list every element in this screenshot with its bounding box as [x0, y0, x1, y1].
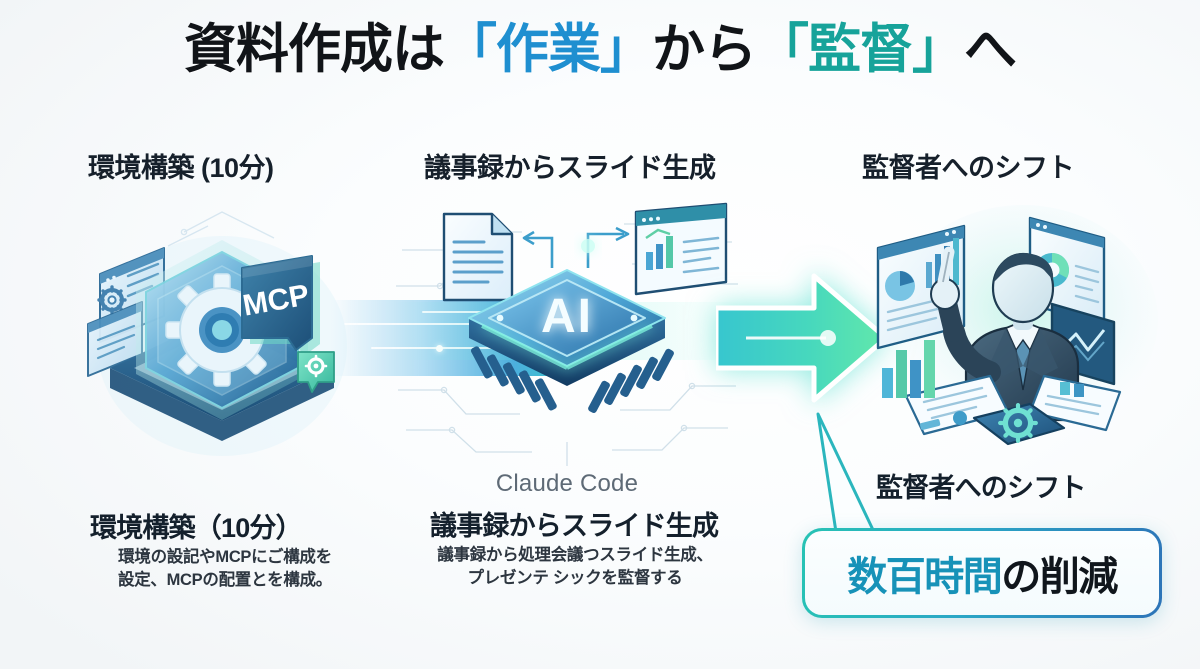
page-title: 資料作成は「作業」から「監督」へ: [0, 20, 1200, 79]
mcp-badge: MCP: [240, 255, 320, 356]
callout-pointer-tail: [816, 412, 876, 534]
pie-chart-icon: [885, 271, 915, 301]
caption-body-generation: 議事録から処理会議つスライド生成、 プレゼンテ シックを監督する: [400, 544, 750, 591]
title-quote-open-2: 「: [756, 20, 809, 79]
title-highlight-sagyou: 作業: [496, 20, 601, 79]
title-quote-open-1: 「: [444, 20, 497, 79]
mcp-setup-illustration: MCP: [72, 196, 372, 456]
gear-tablet-icon: [972, 402, 1066, 446]
mcp-setup-graphic: MCP: [87, 211, 347, 456]
supervisor-graphic: [876, 205, 1158, 446]
ai-chip-label: AI: [541, 290, 593, 343]
title-highlight-kantoku: 監督: [808, 20, 913, 79]
slide-window-icon: [634, 202, 728, 296]
supervisor-dashboard-illustration: [848, 190, 1188, 465]
title-quote-close-1: 」: [600, 20, 653, 79]
arrow-from-chip-to-document: [522, 230, 554, 268]
column-header-generation: 議事録からスライド生成: [424, 153, 716, 183]
gear-icon-small: [297, 351, 335, 393]
caption-body-setup-line2: 設定、MCPの配置とを構成。: [118, 571, 332, 590]
arrow-from-chip-to-slide: [586, 226, 630, 268]
savings-callout-rest: の削減: [1001, 555, 1118, 599]
savings-callout-text: 数百時間の削減: [847, 544, 1118, 602]
savings-callout-highlight: 数百時間: [847, 555, 1003, 599]
gear-icon: [97, 285, 127, 315]
column-header-setup: 環境構築 (10分): [88, 153, 274, 183]
ai-chip-graphic: AI: [392, 202, 742, 466]
document-icon: [442, 212, 514, 302]
mini-bar-chart: [645, 228, 673, 270]
ai-chip-illustration: AI: [392, 190, 742, 470]
caption-body-generation-line1: 議事録から処理会議つスライド生成、: [437, 546, 713, 564]
caption-title-supervision: 監督者へのシフト: [876, 473, 1086, 503]
caption-body-setup: 環境の設記やMCPにご構成を 設定、MCPの配置とを構成。: [60, 546, 390, 593]
chip-pins: [470, 346, 674, 413]
title-quote-close-2: 」: [912, 20, 965, 79]
savings-callout: 数百時間の削減: [802, 528, 1162, 618]
desk-report: [1028, 374, 1122, 432]
caption-body-generation-line2: プレゼンテ シックを監督する: [467, 569, 683, 588]
transition-arrow-icon: [716, 273, 888, 403]
title-part-3: へ: [964, 20, 1017, 79]
caption-body-setup-line1: 環境の設記やMCPにご構成を: [118, 548, 332, 566]
title-part-2: から: [652, 20, 757, 79]
column-header-supervision: 監督者へのシフト: [862, 153, 1075, 183]
title-part-1: 資料作成は: [184, 20, 445, 79]
side-bar-chart: [882, 340, 935, 398]
sublabel-claude-code: Claude Code: [495, 470, 639, 497]
caption-title-generation: 議事録からスライド生成: [430, 511, 719, 541]
caption-title-setup: 環境構築（10分）: [90, 513, 303, 543]
